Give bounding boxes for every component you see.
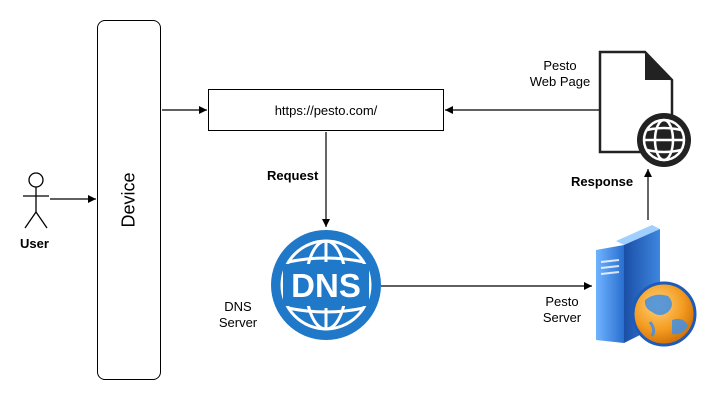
dns-server-icon: DNS bbox=[271, 230, 381, 340]
dns-server-label-line1: DNS bbox=[224, 299, 252, 314]
dns-server-label: DNS Server bbox=[208, 299, 268, 331]
web-page-label-line1: Pesto bbox=[543, 58, 577, 73]
web-page-label-line2: Web Page bbox=[529, 74, 591, 89]
dns-server-label-line2: Server bbox=[218, 315, 258, 330]
response-label: Response bbox=[571, 174, 634, 189]
device-label: Device bbox=[118, 172, 139, 228]
user-actor-icon bbox=[23, 172, 49, 229]
url-box: https://pesto.com/ bbox=[208, 89, 444, 131]
user-label: User bbox=[20, 236, 49, 251]
request-label: Request bbox=[267, 168, 319, 183]
pesto-server-label-line2: Server bbox=[542, 310, 582, 325]
web-page-label: Pesto Web Page bbox=[520, 58, 600, 90]
pesto-server-label: Pesto Server bbox=[532, 294, 592, 326]
server-globe-icon bbox=[631, 281, 697, 347]
device-box bbox=[97, 20, 161, 380]
globe-icon bbox=[637, 113, 691, 167]
url-text: https://pesto.com/ bbox=[274, 102, 378, 118]
pesto-server-label-line1: Pesto bbox=[545, 294, 579, 309]
dns-icon-text: DNS bbox=[291, 267, 361, 304]
